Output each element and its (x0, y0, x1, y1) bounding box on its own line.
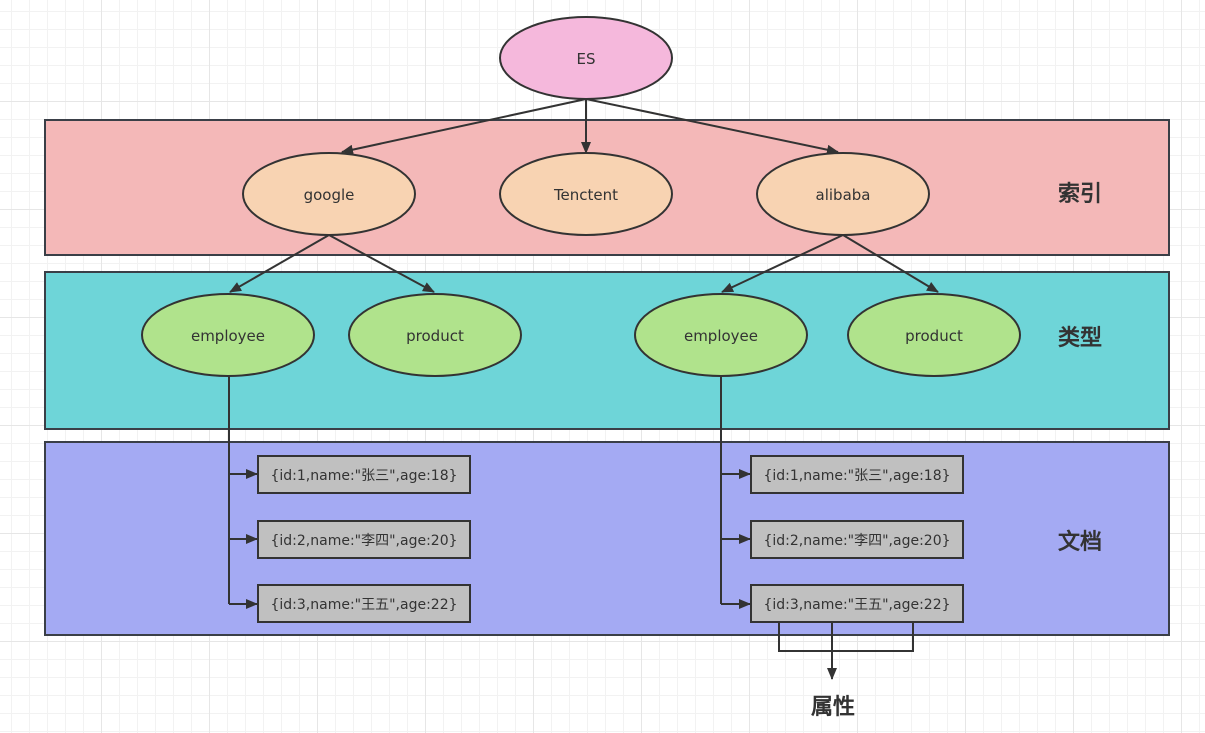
index-node-google[interactable]: google (242, 152, 416, 236)
root-node-es[interactable]: ES (499, 16, 673, 100)
attribute-bracket (778, 622, 914, 652)
type-node-label: employee (684, 327, 758, 345)
root-node-label: ES (577, 50, 596, 68)
attribute-label: 属性 (811, 695, 855, 720)
document-node-right-2[interactable]: {id:2,name:"李四",age:20} (750, 520, 964, 559)
document-node-label: {id:1,name:"张三",age:18} (763, 468, 950, 484)
edge-alibaba-product (842, 234, 939, 293)
document-node-label: {id:3,name:"王五",age:22} (763, 597, 950, 613)
document-node-label: {id:2,name:"李四",age:20} (270, 533, 457, 549)
document-node-left-1[interactable]: {id:1,name:"张三",age:18} (257, 455, 471, 494)
document-node-label: {id:2,name:"李四",age:20} (763, 533, 950, 549)
index-node-label: google (304, 186, 355, 204)
edge-google-product (328, 234, 435, 293)
document-node-left-3[interactable]: {id:3,name:"王五",age:22} (257, 584, 471, 623)
document-node-label: {id:1,name:"张三",age:18} (270, 468, 457, 484)
document-node-left-2[interactable]: {id:2,name:"李四",age:20} (257, 520, 471, 559)
index-node-label: Tenctent (553, 186, 618, 204)
document-layer (44, 441, 1170, 636)
type-node-google-product[interactable]: product (348, 293, 522, 377)
document-node-label: {id:3,name:"王五",age:22} (270, 597, 457, 613)
index-node-tenctent[interactable]: Tenctent (499, 152, 673, 236)
index-node-label: alibaba (816, 186, 871, 204)
document-layer-label: 文档 (1058, 529, 1102, 555)
type-node-label: employee (191, 327, 265, 345)
document-node-right-3[interactable]: {id:3,name:"王五",age:22} (750, 584, 964, 623)
type-node-google-employee[interactable]: employee (141, 293, 315, 377)
edge-alibaba-employee (721, 234, 844, 293)
edge-google-employee (229, 234, 330, 293)
edge-es-google (341, 98, 587, 155)
type-node-label: product (406, 327, 464, 345)
document-node-right-1[interactable]: {id:1,name:"张三",age:18} (750, 455, 964, 494)
index-layer-label: 索引 (1058, 182, 1102, 207)
type-layer-label: 类型 (1058, 326, 1102, 351)
index-node-alibaba[interactable]: alibaba (756, 152, 930, 236)
type-node-alibaba-product[interactable]: product (847, 293, 1021, 377)
type-node-label: product (905, 327, 963, 345)
type-node-alibaba-employee[interactable]: employee (634, 293, 808, 377)
edge-es-alibaba (585, 98, 839, 155)
